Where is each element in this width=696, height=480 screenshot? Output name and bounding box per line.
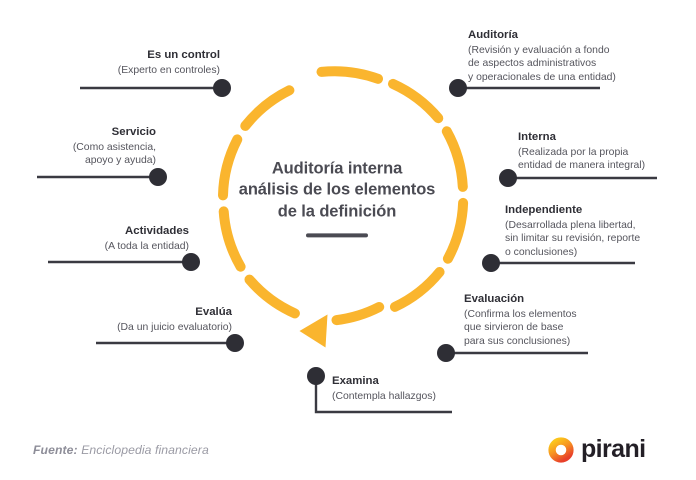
label-actividades[interactable]: Actividades (A toda la entidad) xyxy=(6,224,189,253)
connector-interna xyxy=(499,169,657,187)
node-dot-es-un-control xyxy=(213,79,231,97)
label-sub-independiente: (Desarrollada plena libertad, sin limita… xyxy=(505,219,641,258)
label-title-servicio: Servicio xyxy=(111,126,156,138)
label-servicio[interactable]: Servicio (Como asistencia, apoyo y ayuda… xyxy=(0,125,156,168)
node-dot-actividades xyxy=(182,253,200,271)
connector-es-un-control xyxy=(80,79,231,97)
label-title-evalua: Evalúa xyxy=(195,306,232,318)
label-sub-evaluacion: (Confirma los elementos que sirvieron de… xyxy=(464,308,577,347)
source-label: Fuente: xyxy=(33,443,78,457)
node-dot-examina xyxy=(307,367,325,385)
connector-servicio xyxy=(37,168,167,186)
node-dot-evalua xyxy=(226,334,244,352)
connector-independiente xyxy=(482,254,635,272)
label-independiente[interactable]: Independiente (Desarrollada plena libert… xyxy=(505,203,696,259)
label-title-interna: Interna xyxy=(518,131,556,143)
label-auditoria[interactable]: Auditoría (Revisión y evaluación a fondo… xyxy=(468,28,694,84)
connector-auditoria xyxy=(449,79,600,97)
label-title-evaluacion: Evaluación xyxy=(464,293,525,305)
pirani-wordmark: pirani xyxy=(581,435,646,463)
label-sub-interna: (Realizada por la propia entidad de mane… xyxy=(518,146,646,172)
node-dot-servicio xyxy=(149,168,167,186)
cycle-ring xyxy=(218,66,469,326)
pirani-ring-icon xyxy=(548,437,574,463)
pirani-logo[interactable]: pirani xyxy=(548,435,646,463)
connector-evalua xyxy=(96,334,244,352)
node-dot-interna xyxy=(499,169,517,187)
connector-evaluacion xyxy=(437,344,588,362)
node-dot-independiente xyxy=(482,254,500,272)
label-evalua[interactable]: Evalúa (Da un juicio evaluatorio) xyxy=(42,305,232,334)
connector-examina xyxy=(307,367,452,414)
label-sub-examina: (Contempla hallazgos) xyxy=(332,390,436,402)
label-interna[interactable]: Interna (Realizada por la propia entidad… xyxy=(518,130,696,173)
label-es-un-control[interactable]: Es un control (Experto en controles) xyxy=(26,48,220,77)
connector-actividades xyxy=(48,253,200,271)
label-title-es-un-control: Es un control xyxy=(147,49,220,61)
label-title-auditoria: Auditoría xyxy=(468,29,518,41)
label-title-examina: Examina xyxy=(332,375,379,387)
source-caption: Fuente: Enciclopedia financiera xyxy=(33,443,209,457)
cycle-arrowhead xyxy=(299,314,328,348)
label-sub-auditoria: (Revisión y evaluación a fondo de aspect… xyxy=(468,44,616,83)
label-title-independiente: Independiente xyxy=(505,204,583,216)
node-dot-evaluacion xyxy=(437,344,455,362)
label-title-actividades: Actividades xyxy=(125,225,189,237)
node-dot-auditoria xyxy=(449,79,467,97)
label-sub-es-un-control: (Experto en controles) xyxy=(117,64,220,76)
source-value: Enciclopedia financiera xyxy=(77,443,209,457)
label-examina[interactable]: Examina (Contempla hallazgos) xyxy=(332,374,532,403)
label-evaluacion[interactable]: Evaluación (Confirma los elementos que s… xyxy=(464,292,644,348)
label-sub-servicio: (Como asistencia, apoyo y ayuda) xyxy=(72,141,156,167)
label-sub-evalua: (Da un juicio evaluatorio) xyxy=(117,321,232,333)
label-sub-actividades: (A toda la entidad) xyxy=(104,240,189,252)
